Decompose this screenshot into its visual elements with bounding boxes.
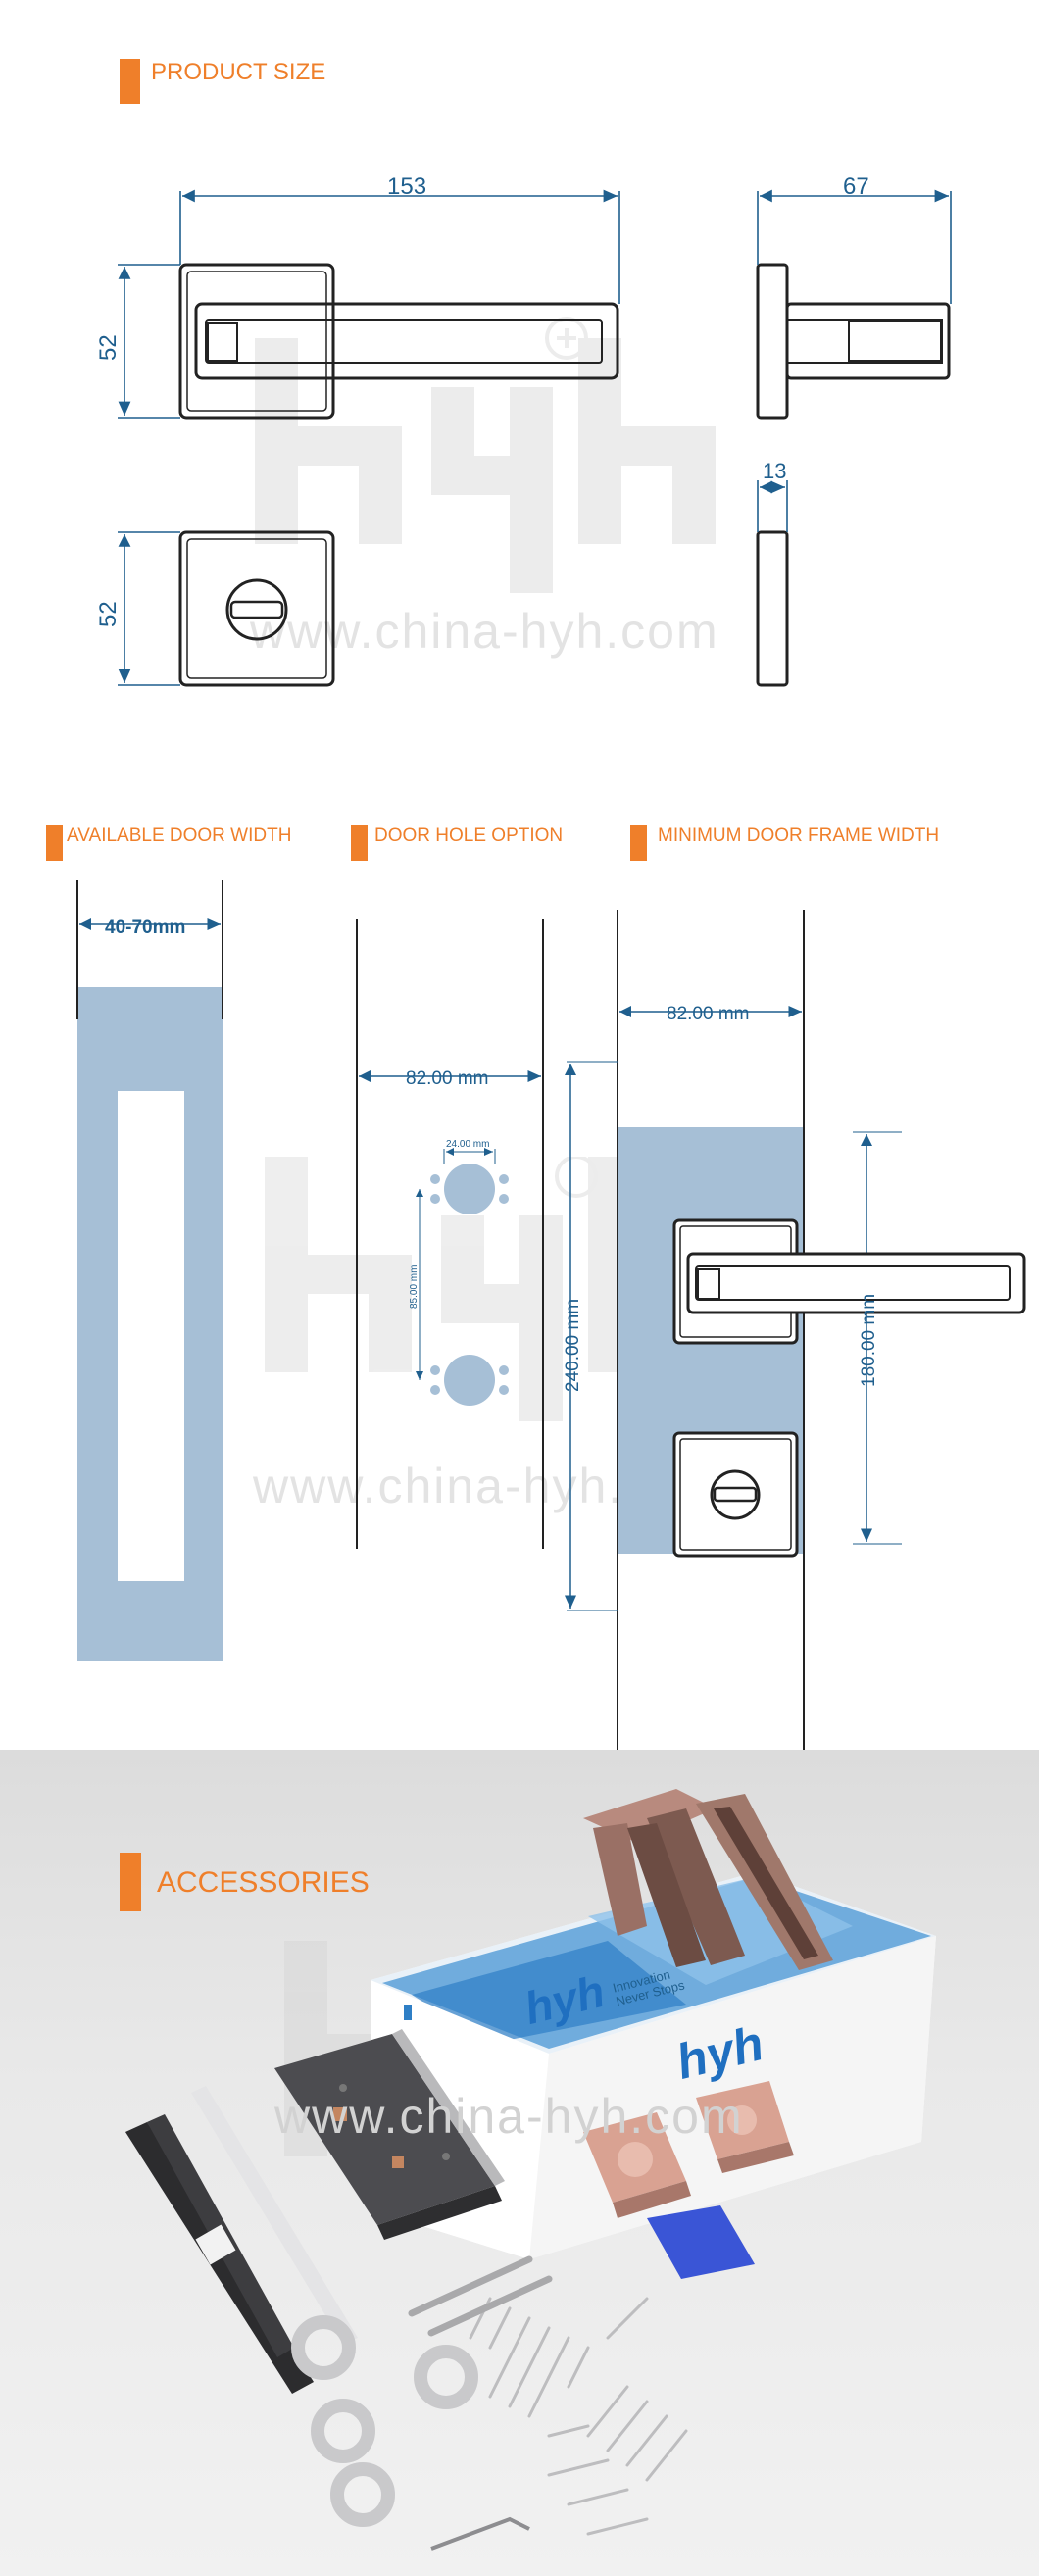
product-size-drawing: 153 52 67 52 13 — [95, 173, 952, 687]
hole-dia-label: 24.00 mm — [446, 1139, 489, 1150]
rose-plates — [583, 2081, 794, 2218]
frame-width-label: 82.00 mm — [667, 1004, 749, 1024]
door-diagrams: 40-70mm 82.00 mm 24.00 mm 85.00 mm — [76, 880, 1026, 1750]
dim-height-handle-label: 52 — [95, 334, 122, 361]
watermark-url: www.china-hyh.com — [250, 604, 719, 659]
dim-thickness-label: 13 — [763, 459, 786, 483]
door-hole-diagram — [356, 919, 544, 1549]
hex-key — [430, 2516, 530, 2551]
frame-width-heading: MINIMUM DOOR FRAME WIDTH — [630, 825, 1022, 861]
frame-width-title: MINIMUM DOOR FRAME WIDTH — [658, 825, 940, 846]
frame-height-handle-label: 180.00 mm — [859, 1294, 879, 1387]
lever-handles — [583, 1789, 833, 1970]
spindles — [408, 2255, 553, 2337]
accessories-illustration — [125, 1789, 936, 2551]
accessories-section: ACCESSORIES hyh Innovation Never Stops h… — [0, 1750, 1039, 2576]
handle-side-view — [756, 263, 951, 420]
strike-plates — [125, 2086, 358, 2394]
mortise-lock — [274, 2029, 505, 2240]
hole-spacing-label: 85.00 mm — [409, 1265, 420, 1309]
frame-width-diagram — [565, 910, 1026, 1750]
door-width-diagram — [76, 880, 223, 1661]
blue-gasket — [647, 2205, 755, 2279]
frame-handle-drawing — [672, 1218, 1026, 1558]
backset-label: 82.00 mm — [406, 1068, 488, 1089]
door-width-range-label: 40-70mm — [105, 917, 185, 938]
dim-depth-label: 67 — [843, 173, 869, 200]
screws — [469, 2297, 688, 2536]
accessories-heading: ACCESSORIES — [120, 1853, 512, 1911]
dim-width-label: 153 — [387, 173, 426, 200]
dim-height-rose-label: 52 — [95, 601, 122, 627]
rosette-rings — [291, 2315, 478, 2527]
hyh-watermark-logo — [255, 299, 735, 593]
door-hole-title: DOOR HOLE OPTION — [374, 825, 564, 846]
watermark-url-3: www.china-hyh.com — [274, 2089, 744, 2144]
door-width-heading: AVAILABLE DOOR WIDTH — [46, 825, 340, 861]
handle-front-view — [178, 263, 619, 420]
accessories-title: ACCESSORIES — [157, 1866, 370, 1899]
door-width-title: AVAILABLE DOOR WIDTH — [67, 825, 292, 846]
frame-height-total-label: 240.00 mm — [563, 1299, 583, 1392]
rose-side-view — [756, 530, 789, 687]
product-size-heading: PRODUCT SIZE — [120, 59, 414, 104]
product-size-title: PRODUCT SIZE — [151, 59, 326, 85]
rose-front-view — [178, 530, 335, 687]
door-hole-heading: DOOR HOLE OPTION — [351, 825, 606, 861]
